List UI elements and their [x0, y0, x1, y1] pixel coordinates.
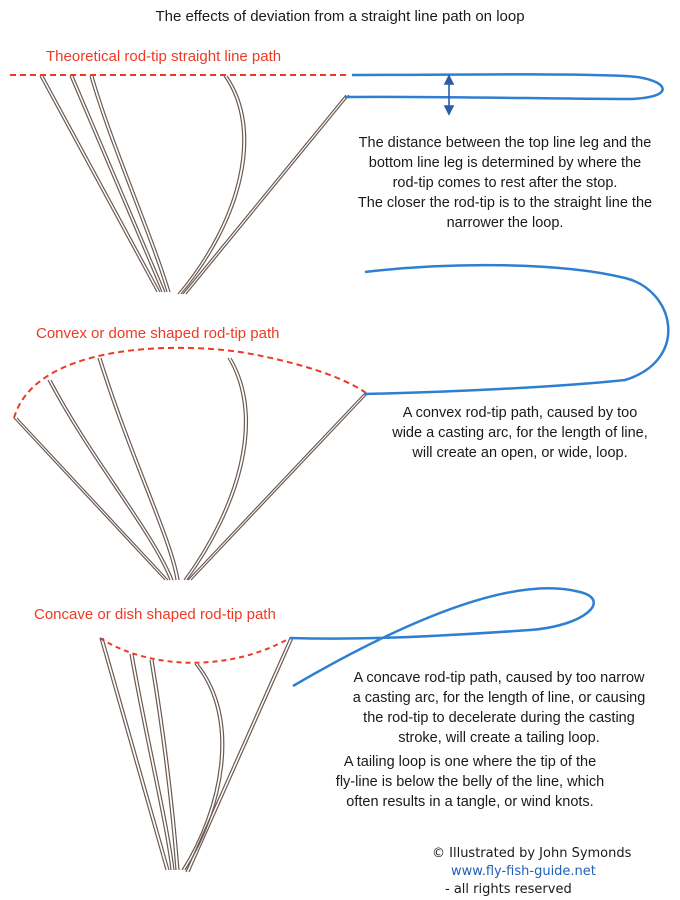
- tailing-loop-note: A tailing loop is one where the tip of t…: [300, 752, 640, 812]
- rod-positions-concave: [100, 638, 293, 872]
- text-line: The closer the rod-tip is to the straigh…: [330, 193, 680, 213]
- rod-3: [98, 358, 179, 580]
- text-line: A convex rod-tip path, caused by too: [370, 403, 670, 423]
- label-concave-path: Concave or dish shaped rod-tip path: [34, 606, 276, 623]
- rod-4: [182, 664, 224, 870]
- rod-4: [184, 358, 247, 580]
- text-line: will create an open, or wide, loop.: [370, 443, 670, 463]
- rod-positions: [40, 76, 349, 294]
- fly-line-wide-loop: [364, 265, 668, 394]
- rod-4: [178, 76, 246, 294]
- rod-5: [183, 95, 349, 294]
- website-link[interactable]: www.fly-fish-guide.net: [451, 864, 596, 879]
- description-concave-path: A concave rod-tip path, caused by too na…: [318, 668, 680, 748]
- description-straight-path: The distance between the top line leg an…: [330, 133, 680, 233]
- text-line: wide a casting arc, for the length of li…: [370, 423, 670, 443]
- text-line: a casting arc, for the length of line, o…: [318, 688, 680, 708]
- text-line: bottom line leg is determined by where t…: [330, 153, 680, 173]
- text-line: narrower the loop.: [330, 213, 680, 233]
- rights-line: - all rights reserved: [445, 882, 572, 897]
- label-convex-path: Convex or dome shaped rod-tip path: [36, 325, 279, 342]
- rod-2: [48, 380, 173, 580]
- description-convex-path: A convex rod-tip path, caused by too wid…: [370, 403, 670, 463]
- rod-2: [70, 76, 165, 292]
- text-line: rod-tip comes to rest after the stop.: [330, 173, 680, 193]
- text-line: A tailing loop is one where the tip of t…: [300, 752, 640, 772]
- text-line: The distance between the top line leg an…: [330, 133, 680, 153]
- text-line: A concave rod-tip path, caused by too na…: [318, 668, 680, 688]
- text-line: fly-line is below the belly of the line,…: [300, 772, 640, 792]
- label-straight-path: Theoretical rod-tip straight line path: [46, 48, 281, 65]
- rod-1: [14, 418, 168, 580]
- rod-tip-path-concave: [100, 638, 290, 663]
- text-line: often results in a tangle, or wind knots…: [300, 792, 640, 812]
- loop-width-arrow: [445, 76, 453, 114]
- rod-positions-convex: [14, 358, 367, 580]
- text-line: stroke, will create a tailing loop.: [318, 728, 680, 748]
- text-line: the rod-tip to decelerate during the cas…: [318, 708, 680, 728]
- credit-line: © Illustrated by John Symonds: [432, 846, 631, 861]
- rod-5: [188, 394, 367, 580]
- page-title: The effects of deviation from a straight…: [0, 8, 680, 25]
- fly-line-narrow-loop: [345, 74, 663, 99]
- rod-1: [100, 638, 169, 870]
